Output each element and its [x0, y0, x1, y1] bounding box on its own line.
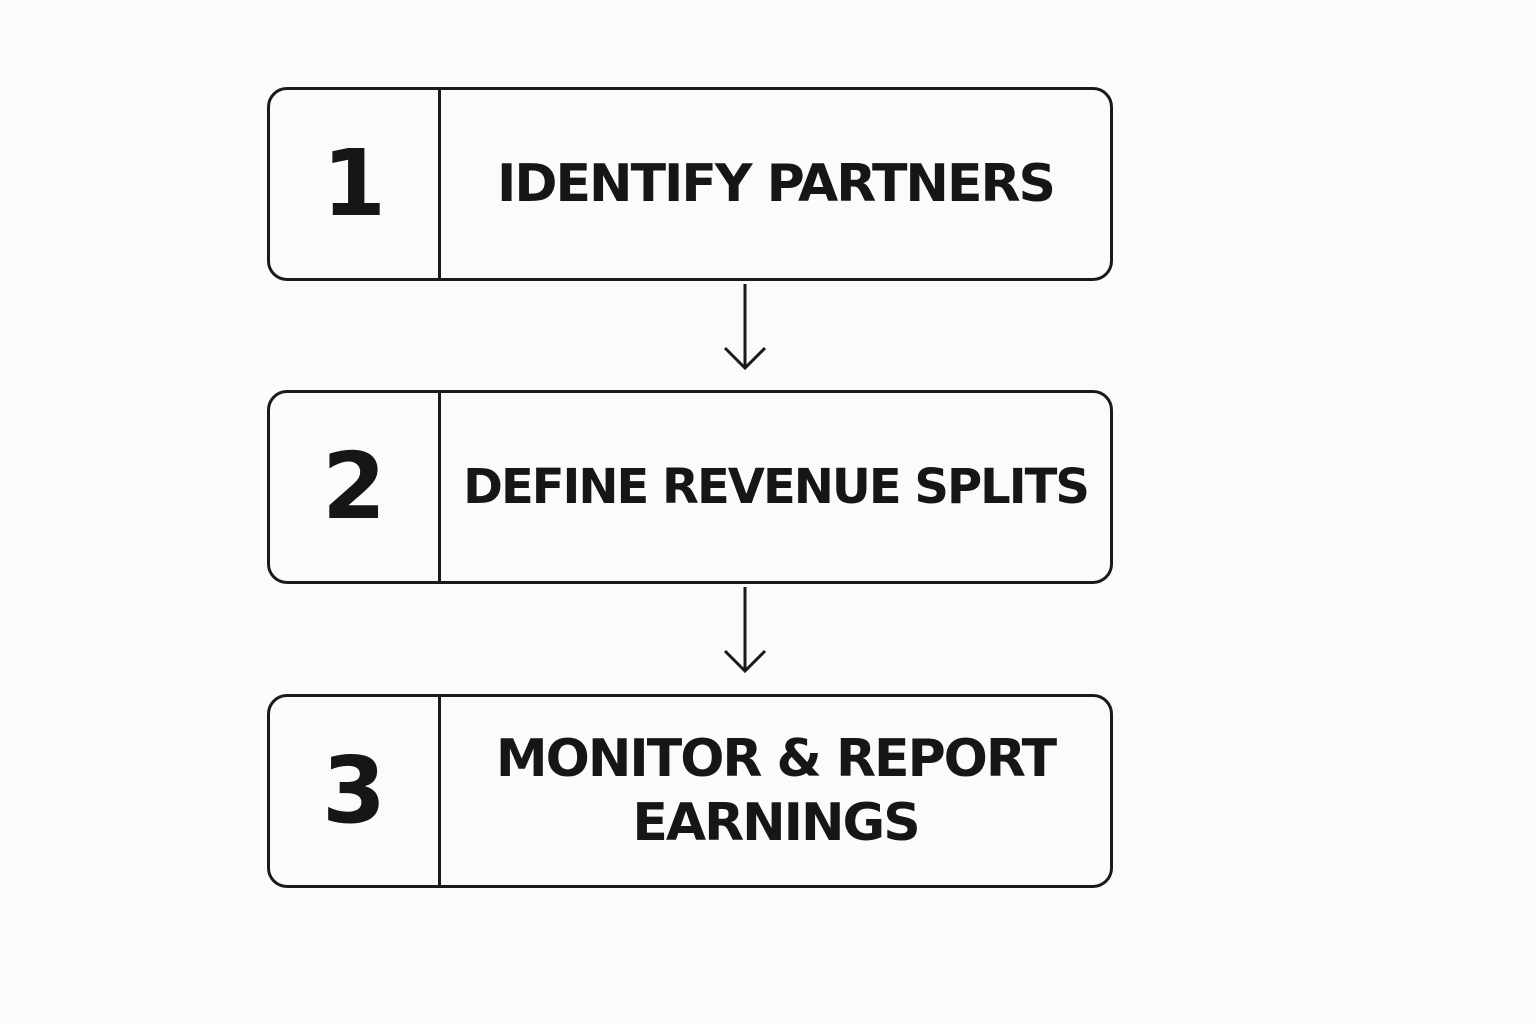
arrow-down-icon	[723, 587, 767, 674]
step-number: 1	[321, 130, 386, 237]
step-number-cell: 2	[270, 393, 441, 581]
step-label: MONITOR & REPORT EARNINGS	[495, 729, 1057, 853]
step-box-2: 2 DEFINE REVENUE SPLITS	[267, 390, 1113, 584]
step-label-cell: DEFINE REVENUE SPLITS	[441, 393, 1110, 581]
step-number: 2	[321, 433, 386, 540]
step-number-cell: 1	[270, 90, 441, 278]
step-number: 3	[321, 737, 386, 844]
step-label: DEFINE REVENUE SPLITS	[463, 459, 1090, 515]
step-label-cell: MONITOR & REPORT EARNINGS	[441, 697, 1110, 885]
step-box-3: 3 MONITOR & REPORT EARNINGS	[267, 694, 1113, 888]
step-number-cell: 3	[270, 697, 441, 885]
step-label: IDENTIFY PARTNERS	[497, 154, 1056, 214]
arrow-down-icon	[723, 284, 767, 371]
step-label-cell: IDENTIFY PARTNERS	[441, 90, 1110, 278]
step-box-1: 1 IDENTIFY PARTNERS	[267, 87, 1113, 281]
